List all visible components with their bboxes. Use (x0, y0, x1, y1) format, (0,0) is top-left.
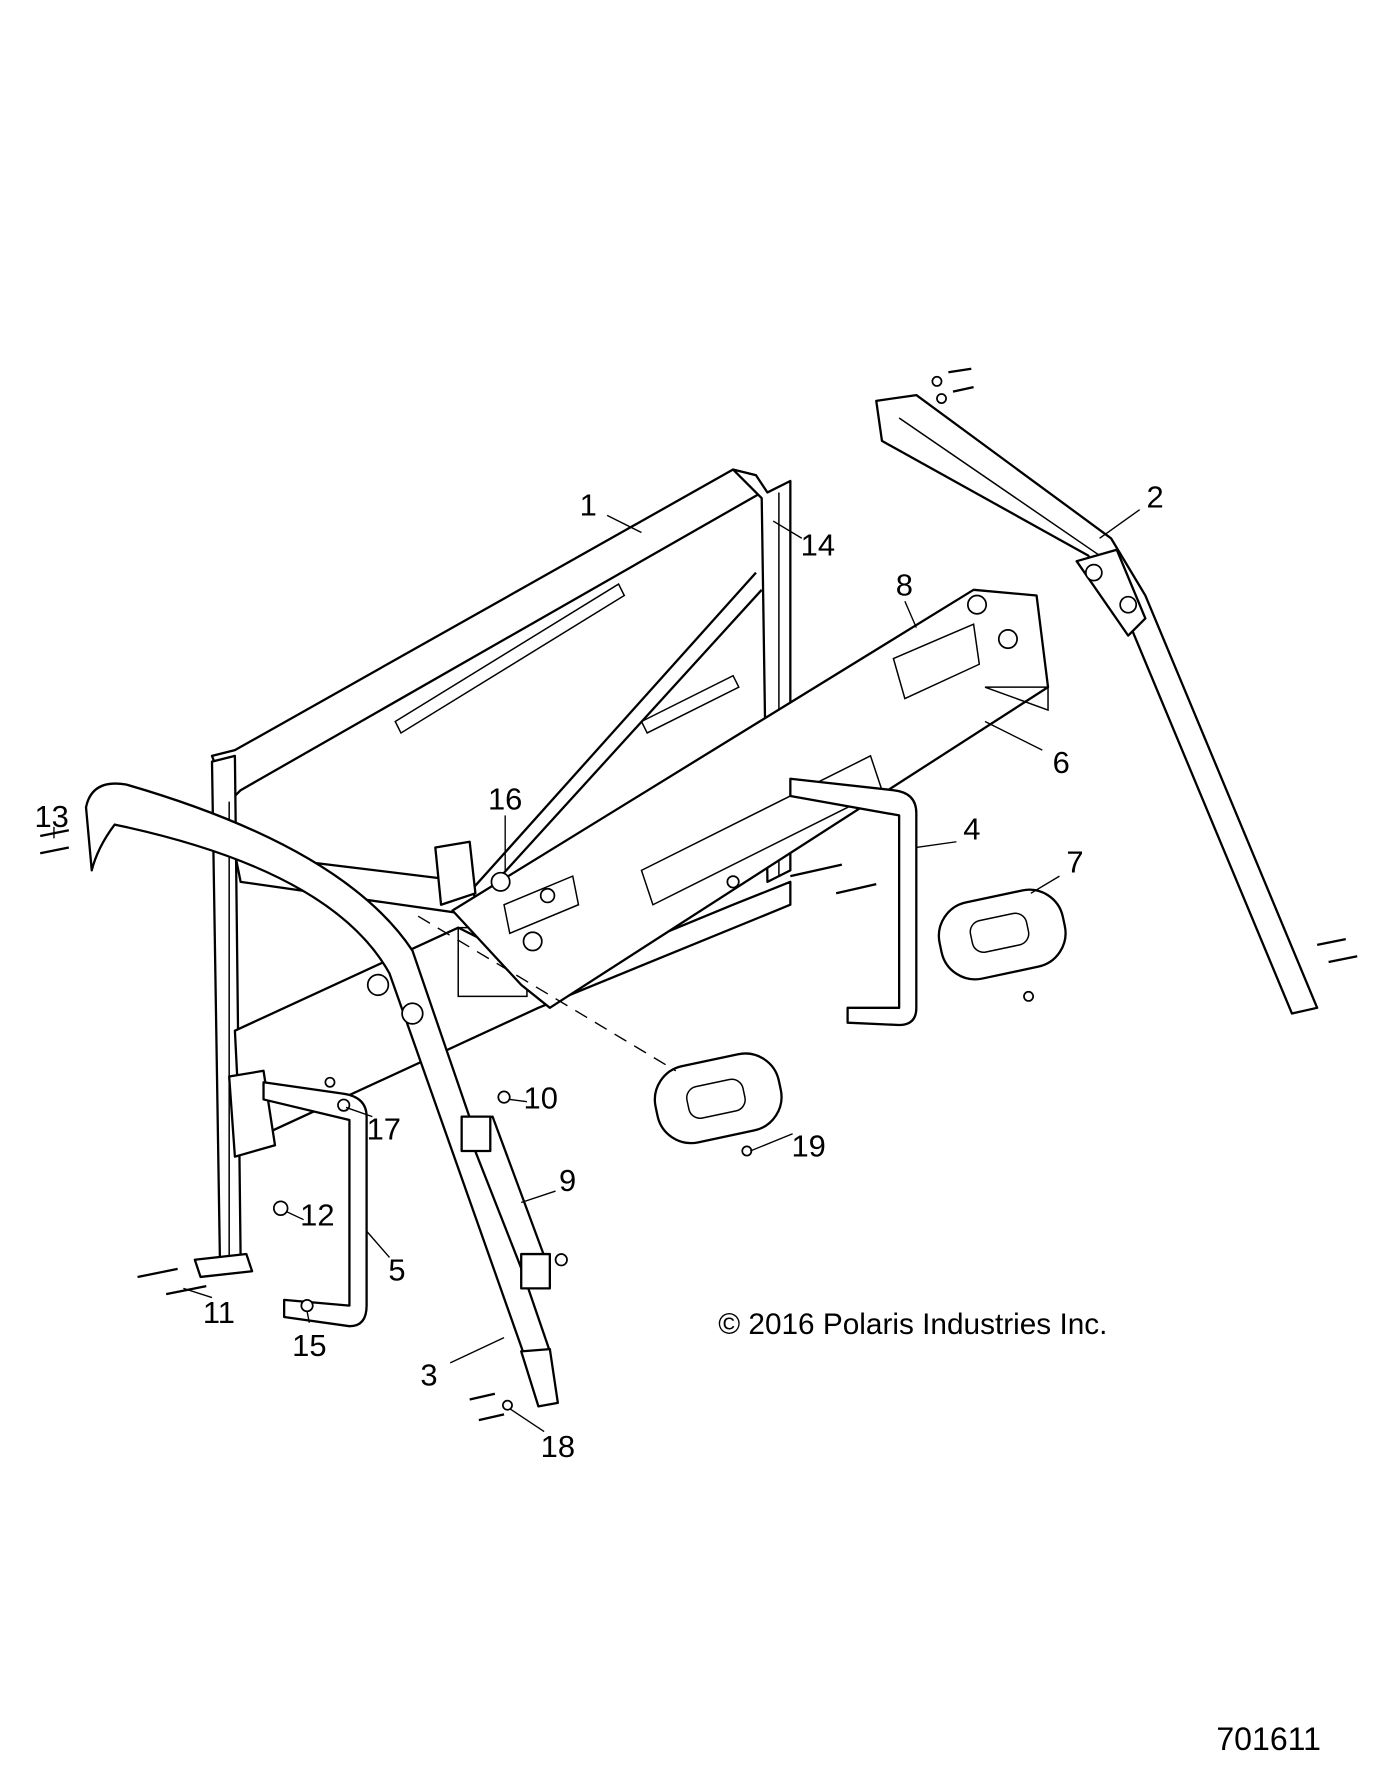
callout-10: 10 (524, 1081, 558, 1116)
callout-17: 17 (367, 1112, 401, 1147)
callout-13: 13 (34, 799, 68, 834)
callout-4: 4 (963, 811, 980, 846)
figure-number: 701611 (1216, 1721, 1321, 1757)
callout-14: 14 (801, 527, 835, 562)
hardware (39, 367, 1358, 1422)
leader-lines (53, 509, 1141, 1433)
callout-9: 9 (559, 1163, 576, 1198)
callout-15: 15 (292, 1328, 326, 1363)
callout-16: 16 (488, 782, 522, 817)
callout-2: 2 (1147, 479, 1164, 514)
callout-7: 7 (1066, 845, 1083, 880)
callout-1: 1 (580, 487, 597, 522)
callout-5: 5 (388, 1252, 405, 1287)
callout-19: 19 (791, 1129, 825, 1164)
callout-8: 8 (896, 568, 913, 603)
callout-18: 18 (541, 1429, 575, 1464)
grab-handles (262, 777, 918, 1328)
callout-6: 6 (1053, 745, 1070, 780)
left-roll-bar (84, 782, 560, 1408)
copyright-text: © 2016 Polaris Industries Inc. (718, 1308, 1107, 1341)
callout-11: 11 (203, 1295, 235, 1330)
callout-12: 12 (300, 1197, 334, 1232)
right-roll-bar (875, 393, 1319, 1015)
lights (417, 888, 1067, 1145)
callouts: 1 2 3 4 5 6 7 8 9 10 11 12 13 14 15 16 1… (34, 479, 1163, 1463)
callout-3: 3 (420, 1358, 437, 1393)
brace-strut (460, 1115, 551, 1290)
